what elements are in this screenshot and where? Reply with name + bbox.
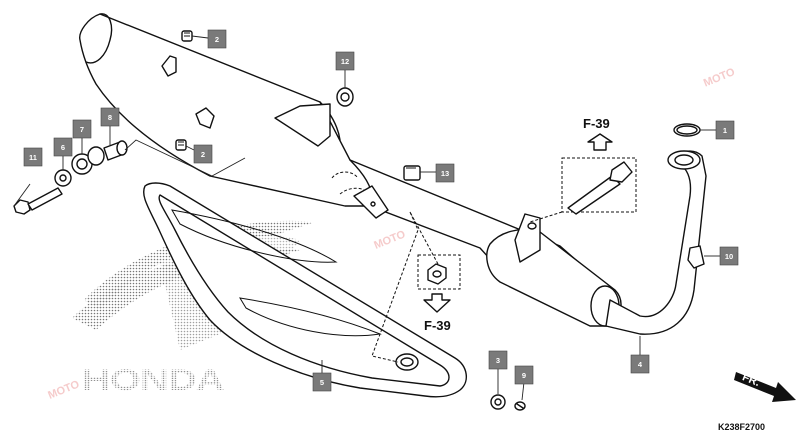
svg-text:9: 9 [522, 371, 526, 380]
svg-text:4: 4 [638, 360, 643, 369]
svg-text:MOTO: MOTO [372, 228, 407, 252]
clip-9 [687, 245, 705, 269]
washer-11 [54, 169, 72, 187]
callout-11[interactable]: 6 [53, 137, 73, 157]
reference-box-lower [409, 211, 461, 290]
callout-12[interactable]: 13 [435, 163, 455, 183]
nut-2-lower [175, 139, 187, 151]
ref-arrow-upper[interactable]: F-39 [583, 116, 613, 151]
svg-text:7: 7 [80, 125, 84, 134]
svg-text:8: 8 [108, 113, 112, 122]
svg-text:11: 11 [29, 153, 37, 162]
bolt-8 [514, 401, 526, 411]
svg-text:1: 1 [723, 126, 727, 135]
muffler [79, 13, 707, 335]
bolt-13 [13, 187, 63, 215]
diagram-code: K238F2700 [718, 422, 765, 432]
svg-text:5: 5 [320, 378, 324, 387]
callout-5[interactable]: 5 [312, 372, 332, 392]
ref-arrow-lower[interactable]: F-39 [423, 293, 451, 333]
svg-text:2: 2 [201, 150, 205, 159]
callout-9[interactable]: 10 [719, 246, 739, 266]
gasket-1 [673, 123, 701, 137]
callout-6[interactable]: 7 [72, 119, 92, 139]
svg-text:13: 13 [441, 169, 449, 178]
svg-text:MOTO: MOTO [702, 66, 737, 90]
ref-label-upper: F-39 [583, 116, 610, 131]
callout-10[interactable]: 12 [335, 51, 355, 71]
callout-7[interactable]: 8 [100, 107, 120, 127]
dashed-guide [371, 211, 419, 363]
svg-text:3: 3 [496, 356, 500, 365]
nut-12 [403, 165, 421, 181]
nut-10 [336, 87, 354, 107]
leader-lines [13, 35, 720, 401]
honda-brand-text: HONDA [82, 364, 224, 397]
collar-7 [103, 140, 128, 161]
svg-text:12: 12 [341, 57, 349, 66]
callout-13[interactable]: 11 [23, 147, 43, 167]
collar-3 [490, 394, 506, 410]
svg-text:6: 6 [61, 143, 65, 152]
svg-text:2: 2 [215, 35, 219, 44]
reference-box-upper [529, 157, 637, 223]
callout-4[interactable]: 4 [630, 354, 650, 374]
svg-text:MOTO: MOTO [46, 378, 81, 402]
svg-text:10: 10 [725, 252, 733, 261]
rubber-6 [71, 146, 105, 175]
callout-8[interactable]: 9 [514, 365, 534, 385]
callout-1[interactable]: 1 [715, 120, 735, 140]
ref-label-lower: F-39 [424, 318, 451, 333]
callout-3[interactable]: 3 [488, 350, 508, 370]
nut-2-upper [181, 30, 193, 42]
callout-2-lower[interactable]: 2 [193, 144, 213, 164]
front-direction-arrow: FR. [734, 371, 796, 402]
callout-2-upper[interactable]: 2 [207, 29, 227, 49]
